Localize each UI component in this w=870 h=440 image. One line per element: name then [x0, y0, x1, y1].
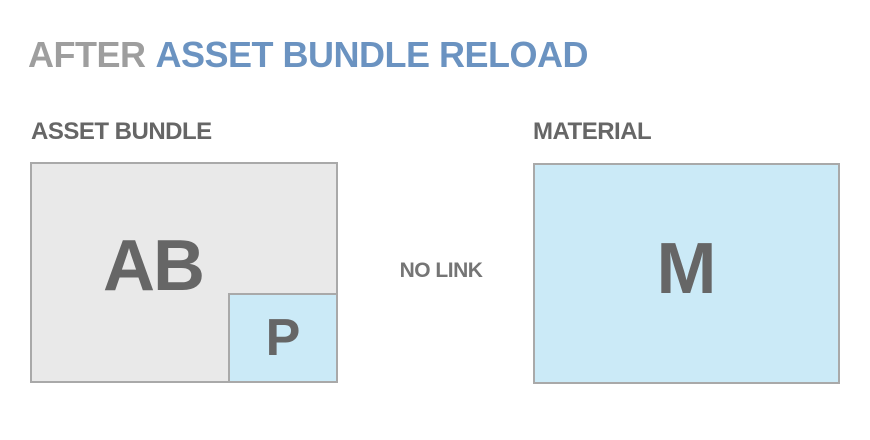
material-label: MATERIAL — [533, 118, 652, 145]
page-title-highlight: ASSET BUNDLE RELOAD — [155, 34, 589, 75]
asset-bundle-label: ASSET BUNDLE — [31, 118, 212, 145]
asset-bundle-letter: AB — [103, 226, 205, 306]
asset-bundle-box: AB — [30, 162, 338, 383]
pointer-sub-box: P — [228, 293, 338, 383]
material-box: M — [533, 163, 840, 384]
page-title-prefix: AFTER — [28, 34, 146, 75]
pointer-letter: P — [265, 309, 301, 367]
no-link-label: NO LINK — [399, 259, 483, 282]
material-letter: M — [656, 229, 717, 309]
